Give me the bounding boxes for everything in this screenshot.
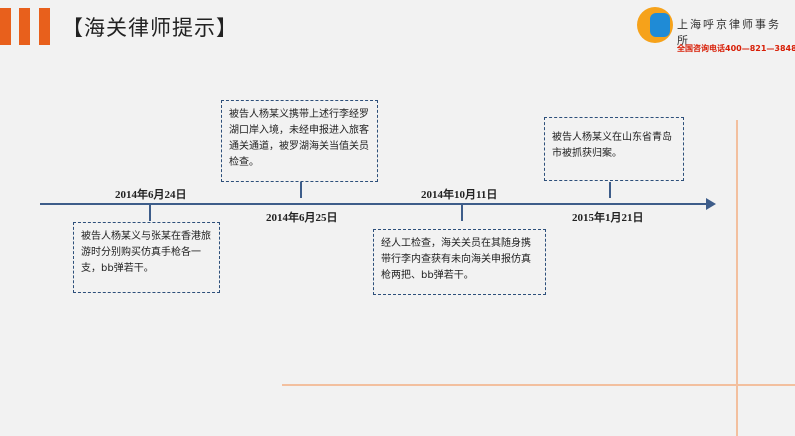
event-text-4: 被告人杨某义在山东省青岛市被抓获归案。 — [552, 132, 672, 159]
event-date-4: 2015年1月21日 — [572, 212, 644, 224]
event-box-4: 被告人杨某义在山东省青岛市被抓获归案。 — [544, 117, 684, 181]
decorative-line-vertical — [736, 120, 738, 436]
header-bar-1 — [0, 8, 11, 45]
event-box-1: 被告人杨某义与张某在香港旅游时分别购买仿真手枪各一支，bb弹若干。 — [73, 222, 220, 293]
event-date-1: 2014年6月24日 — [115, 189, 187, 201]
timeline-tick-1 — [149, 205, 151, 221]
firm-logo: 上海呼京律师事务所 全国咨询电话400—821—3848 — [637, 7, 795, 55]
page-title: 【海关律师提示】 — [62, 16, 238, 40]
event-text-2: 被告人杨某义携带上述行李经罗湖口岸入境，未经申报进入旅客通关通道，被罗湖海关当值… — [229, 109, 369, 168]
event-box-2: 被告人杨某义携带上述行李经罗湖口岸入境，未经申报进入旅客通关通道，被罗湖海关当值… — [221, 100, 378, 182]
timeline-tick-4 — [609, 182, 611, 198]
timeline-tick-3 — [461, 205, 463, 221]
decorative-line-horizontal — [282, 384, 795, 386]
logo-icon — [637, 7, 673, 43]
firm-name: 上海呼京律师事务所 — [677, 18, 781, 47]
header-bar-3 — [39, 8, 50, 45]
event-date-3: 2014年10月11日 — [421, 189, 498, 201]
event-text-1: 被告人杨某义与张某在香港旅游时分别购买仿真手枪各一支，bb弹若干。 — [81, 231, 211, 274]
firm-phone: 全国咨询电话400—821—3848 — [677, 44, 795, 53]
timeline-axis — [40, 203, 708, 205]
event-date-2: 2014年6月25日 — [266, 212, 338, 224]
event-box-3: 经人工检查，海关关员在其随身携带行李内查获有未向海关申报仿真枪两把、bb弹若干。 — [373, 229, 546, 295]
timeline-tick-2 — [300, 182, 302, 198]
event-text-3: 经人工检查，海关关员在其随身携带行李内查获有未向海关申报仿真枪两把、bb弹若干。 — [381, 238, 531, 281]
header-bar-2 — [19, 8, 30, 45]
timeline-arrow-icon — [706, 198, 716, 210]
